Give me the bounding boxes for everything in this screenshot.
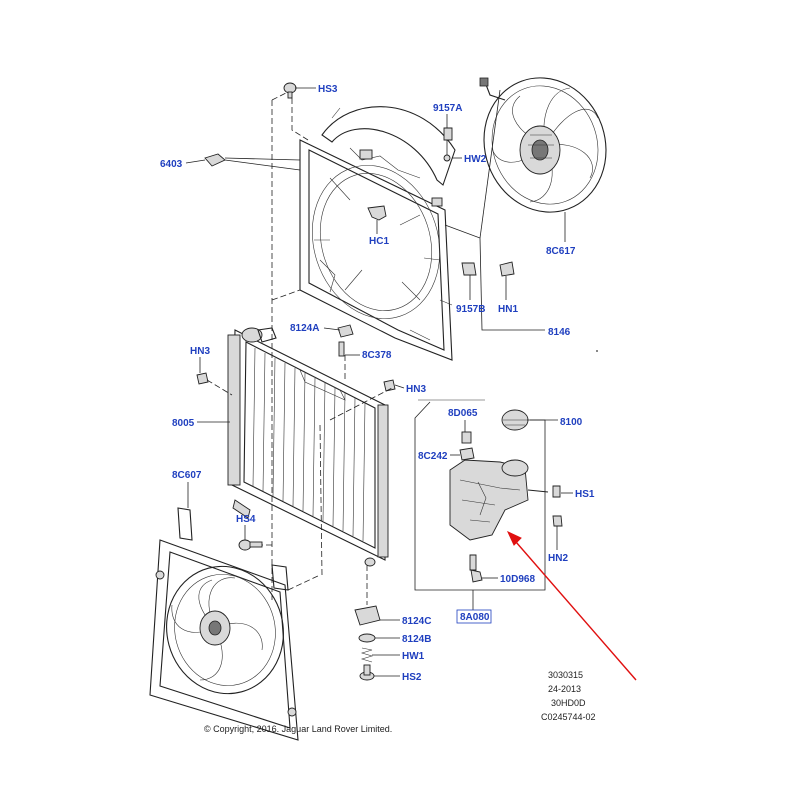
fan-assembly-8c617: [479, 77, 607, 213]
leader-lines: [185, 87, 573, 677]
label-8a080-box: [456, 609, 492, 624]
part-labels: HS3 9157A 6403 HW2 HC1 8C617 9157B HN1 8…: [160, 84, 595, 683]
stray-dot: [596, 350, 598, 352]
ref-line-2: 24-2013: [548, 684, 581, 694]
assembly-dashed-lines: [206, 91, 393, 605]
label-8124b: 8124B: [402, 634, 431, 645]
label-hn3-mid: HN3: [406, 384, 426, 395]
upper-shroud-ring: [321, 106, 456, 186]
fan-shroud: [299, 139, 453, 361]
label-8005: 8005: [172, 418, 195, 429]
highlight-arrow: [506, 530, 637, 681]
label-hw2: HW2: [464, 154, 487, 165]
hardware-parts: [196, 82, 515, 681]
label-8d065: 8D065: [448, 408, 478, 419]
label-hn3-left: HN3: [190, 346, 210, 357]
label-9157a: 9157A: [433, 103, 462, 114]
label-8a080: 8A080: [460, 612, 490, 623]
label-9157b: 9157B: [456, 304, 485, 315]
clip-hc1: [367, 205, 387, 234]
lower-fan-assembly-8c607: [149, 507, 299, 741]
label-8124c: 8124C: [402, 616, 431, 627]
label-hw1: HW1: [402, 651, 425, 662]
label-hn2: HN2: [548, 553, 568, 564]
copyright-text: © Copyright, 2016. Jaguar Land Rover Lim…: [204, 724, 392, 734]
ref-line-4: C0245744-02: [541, 712, 596, 722]
label-6403: 6403: [160, 159, 183, 170]
label-8c617: 8C617: [546, 246, 576, 257]
label-10d968: 10D968: [500, 574, 535, 585]
label-hs3: HS3: [318, 84, 338, 95]
label-8c607: 8C607: [172, 470, 202, 481]
ref-line-1: 3030315: [548, 670, 583, 680]
ref-line-3: 30HD0D: [551, 698, 586, 708]
label-8c378: 8C378: [362, 350, 392, 361]
radiator-8005: [227, 327, 389, 567]
label-8124a: 8124A: [290, 323, 319, 334]
label-8146: 8146: [548, 327, 571, 338]
label-hs2: HS2: [402, 672, 422, 683]
expansion-tank-8a080: [418, 399, 563, 583]
label-hc1: HC1: [369, 236, 389, 247]
label-hs4: HS4: [236, 514, 256, 525]
label-hs1: HS1: [575, 489, 595, 500]
label-8c242: 8C242: [418, 451, 448, 462]
reference-block: 3030315 24-2013 30HD0D C0245744-02: [541, 670, 596, 722]
label-8100: 8100: [560, 417, 583, 428]
radiator-core-fins: [252, 347, 366, 542]
label-hn1: HN1: [498, 304, 518, 315]
